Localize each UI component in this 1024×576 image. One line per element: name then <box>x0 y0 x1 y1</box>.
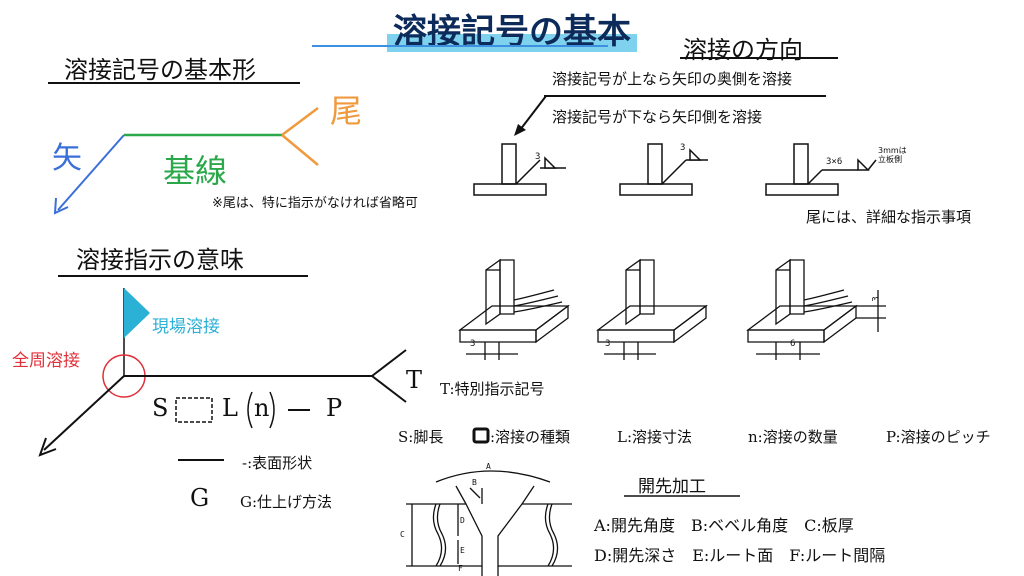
tail-upper <box>281 107 319 136</box>
direction-line2: 溶接記号が下なら矢印側を溶接 <box>552 108 763 126</box>
groove-line1: A:開先角度 B:ベベル角度 C:板厚 <box>594 516 854 535</box>
iso-fig1 <box>458 258 570 360</box>
legend-box-icon <box>472 427 490 444</box>
groove-C: C <box>400 530 405 539</box>
groove-B: B <box>472 478 477 487</box>
tail-lower <box>281 134 319 166</box>
iso3-dim: 6 <box>790 339 796 349</box>
groove-heading: 開先加工 <box>638 477 706 497</box>
groove-E: E <box>460 546 465 555</box>
all-around-label: 全周溶接 <box>12 351 80 371</box>
reference-label: 基線 <box>163 152 228 190</box>
symbol-G: G <box>190 484 210 512</box>
fig2-size: 3 <box>680 143 686 153</box>
fig3-note: 3mmは立板側 <box>878 146 907 164</box>
weld-type-box <box>175 397 213 423</box>
iso1-dim: 3 <box>470 339 476 349</box>
symbol-P: P <box>326 394 343 422</box>
tail-label: 尾 <box>330 92 363 130</box>
direction-heading: 溶接の方向 <box>683 36 803 64</box>
tjoint-fig2 <box>619 143 708 196</box>
iso-fig3 <box>746 258 886 360</box>
symbol-L: L <box>222 394 238 422</box>
tail-detail-note: 尾には、詳細な指示事項 <box>806 208 972 226</box>
groove-A: A <box>486 462 491 471</box>
iso2-dim: 3 <box>605 339 611 349</box>
legend-P: P:溶接のピッチ <box>886 428 991 446</box>
meaning-heading: 溶接指示の意味 <box>76 246 244 274</box>
fig1-size: 3 <box>535 152 541 162</box>
legend-S: S:脚長 <box>398 428 444 446</box>
symbol-T: T <box>406 366 423 394</box>
tjoint-fig3 <box>765 143 877 196</box>
basic-heading: 溶接記号の基本形 <box>64 56 256 84</box>
surface-description: -:表面形状 <box>242 454 313 472</box>
groove-line2: D:開先深さ E:ルート面 F:ルート間隔 <box>594 546 886 565</box>
iso-fig2 <box>596 258 708 360</box>
G-description: G:仕上げ方法 <box>240 493 333 511</box>
T-description: T:特別指示記号 <box>440 380 545 398</box>
legend-L: L:溶接寸法 <box>617 428 693 446</box>
arrow-line <box>57 134 125 211</box>
legend-box: :溶接の種類 <box>490 428 571 446</box>
direction-line1: 溶接記号が上なら矢印の奥側を溶接 <box>552 70 793 88</box>
symbol-S: S <box>152 394 169 422</box>
groove-D: D <box>460 516 465 525</box>
groove-F: F <box>458 564 463 573</box>
fig3-size: 3×6 <box>826 157 843 167</box>
field-weld-label: 現場溶接 <box>152 317 220 337</box>
legend-n: n:溶接の数量 <box>748 428 838 446</box>
tail-note: ※尾は、特に指示がなければ省略可 <box>212 196 418 211</box>
field-weld-flag <box>124 288 150 338</box>
tjoint-fig1 <box>473 143 566 196</box>
symbol-n: n <box>254 394 270 422</box>
arrow-label: 矢 <box>52 141 82 176</box>
